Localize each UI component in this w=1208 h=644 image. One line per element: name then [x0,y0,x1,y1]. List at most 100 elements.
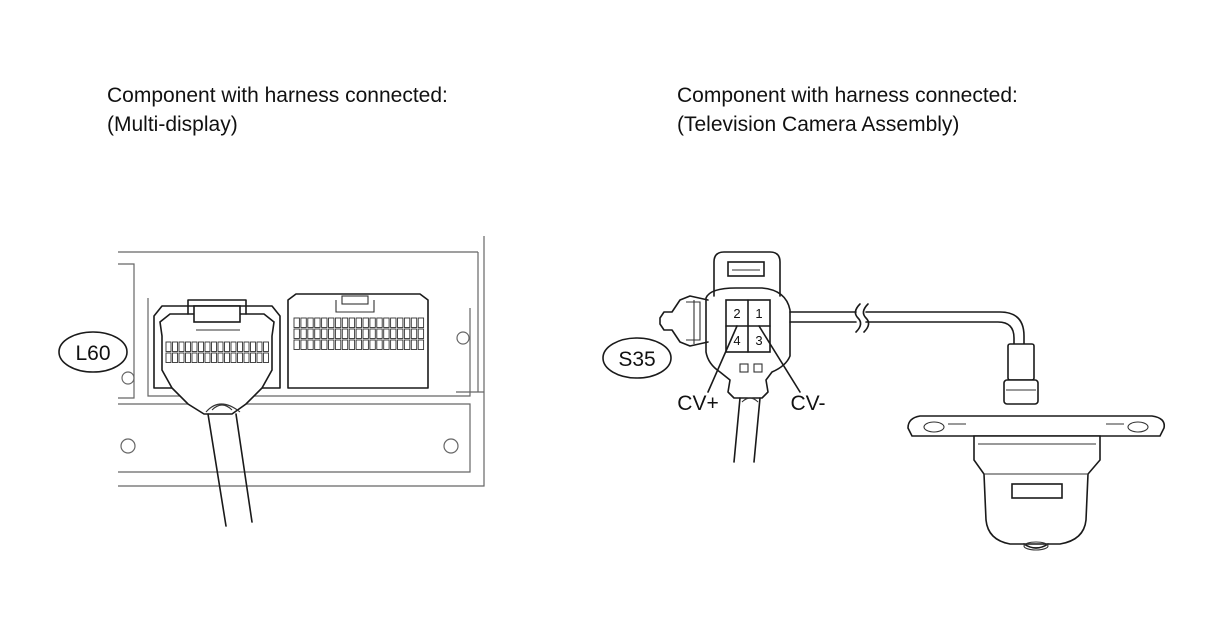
multi-display-caption-line1: Component with harness connected: [107,84,448,107]
socket-terminal-cell [307,328,314,339]
l60-terminal-cell [178,341,185,352]
socket-terminal-cell [300,339,307,350]
l60-terminal-cell [224,341,230,352]
socket-terminal-cell [355,339,362,350]
l60-terminal-cell [165,352,172,363]
socket-terminal-cell [341,317,349,328]
socket-terminal-cell [314,317,321,328]
l60-terminal-cell [191,352,198,363]
socket-terminal-cell [321,328,328,339]
l60-terminal-cell [243,341,250,352]
l60-code: L60 [75,342,110,365]
socket-terminal-cell [348,339,356,350]
l60-terminal-cell [256,352,263,363]
socket-terminal-cell [376,317,383,328]
socket-terminal-cell [341,339,349,350]
l60-terminal-cell [243,352,250,363]
l60-terminal-cell [217,341,224,352]
l60-terminal-cell [165,341,172,352]
multi-display-unit [118,236,485,487]
socket-terminal-cell [328,317,335,328]
socket-terminal-cell [376,339,383,350]
socket-terminal-cell [307,317,314,328]
socket-terminal-cell [369,328,376,339]
television-camera [907,343,1166,551]
camera-caption-line1: Component with harness connected: [677,84,1018,107]
camera-caption: Component with harness connected: (Telev… [677,81,1018,139]
socket-terminal-cell [410,317,418,328]
l60-connector [153,299,281,527]
socket-terminal-cell [383,328,390,339]
l60-terminal-cell [198,341,204,352]
socket-terminal-cell [334,317,342,328]
socket-terminal-cell [390,339,397,350]
pin-1: 1 [755,306,762,321]
socket-terminal-cell [369,317,376,328]
l60-terminal-cell [230,352,237,363]
socket-terminal-cell [397,328,404,339]
socket-terminal-cell [334,339,342,350]
multi-display-caption: Component with harness connected: (Multi… [107,81,448,139]
socket-terminal-cell [307,339,314,350]
socket-terminal-cell [321,339,328,350]
socket-terminal-cell [390,317,397,328]
socket-terminal-cell [403,328,411,339]
camera-cable [789,303,1025,345]
socket-terminal-cell [383,317,390,328]
socket-terminal-cell [410,339,418,350]
socket-terminal-cell [369,339,376,350]
l60-terminal-cell [237,352,243,363]
l60-terminal-cell [178,352,185,363]
socket-terminal-cell [293,328,300,339]
socket-terminal-cell [314,339,321,350]
l60-terminal-cell [250,341,256,352]
socket-terminal-cell [314,328,321,339]
l60-terminal-cell [237,341,243,352]
l60-terminal-cell [185,352,191,363]
socket-terminal-cell [362,328,369,339]
pin-3: 3 [755,333,762,348]
socket-terminal-cell [321,317,328,328]
socket-terminal-cell [417,317,425,328]
socket-terminal-cell [328,339,335,350]
socket-terminal-cell [403,339,411,350]
l60-label: L60 [58,331,128,373]
socket-terminal-cell [376,328,383,339]
pin-4: 4 [733,333,740,348]
l60-terminal-cell [185,341,191,352]
l60-terminal-cell [191,341,198,352]
socket-terminal-cell [293,317,300,328]
socket-terminal-cell [362,317,369,328]
socket-terminal-cell [348,328,356,339]
l60-terminal-cell [204,352,211,363]
l60-terminal-cell [256,341,263,352]
socket-terminal-cell [397,339,404,350]
socket-terminal-cell [293,339,300,350]
l60-terminal-cell [263,352,269,363]
l60-terminal-cell [230,341,237,352]
socket-terminal-cell [300,317,307,328]
l60-terminal-cell [250,352,256,363]
socket-terminal-cell [334,328,342,339]
socket-terminal-cell [417,328,425,339]
l60-terminal-cell [263,341,269,352]
multi-display-caption-line2: (Multi-display) [107,113,238,136]
l60-terminal-cell [224,352,230,363]
socket-terminal-cell [390,328,397,339]
s35-code: S35 [618,348,655,371]
adjacent-connector-socket [287,293,429,389]
socket-terminal-cell [403,317,411,328]
l60-terminal-cell [211,352,217,363]
l60-terminal-cell [217,352,224,363]
socket-terminal-cell [397,317,404,328]
s35-connector: 2 1 4 3 [659,251,801,463]
socket-terminal-cell [355,328,362,339]
socket-terminal-cell [417,339,425,350]
socket-terminal-cell [362,339,369,350]
socket-terminal-cell [328,328,335,339]
cv-minus-label: CV- [790,392,825,415]
s35-label: S35 [602,337,672,379]
socket-terminal-cell [383,339,390,350]
l60-terminal-cell [204,341,211,352]
